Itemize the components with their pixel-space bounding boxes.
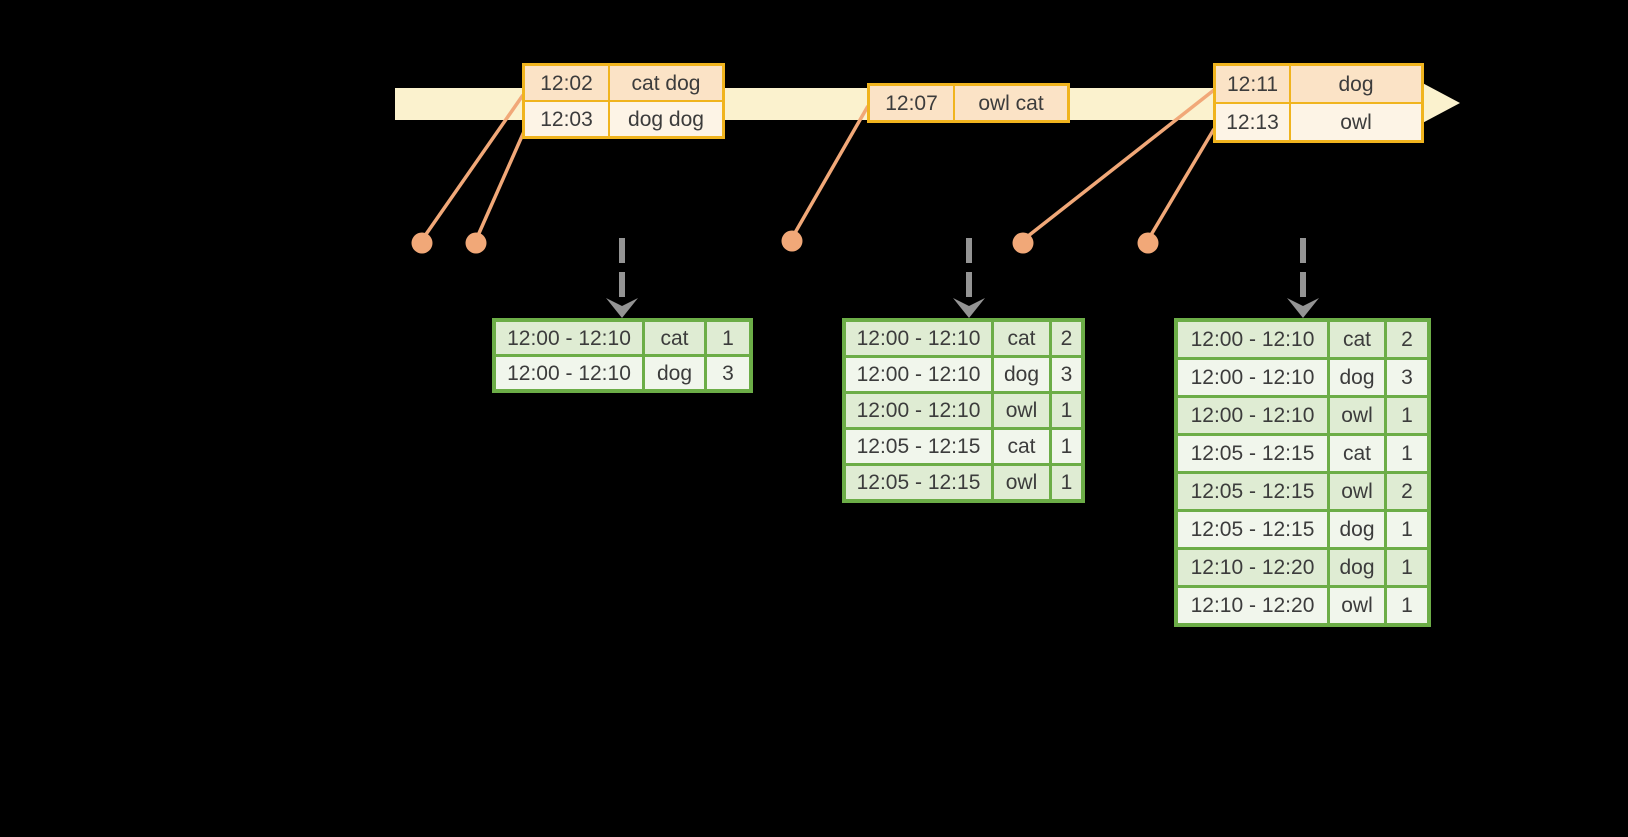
cell-word: dog: [1327, 550, 1384, 585]
event-dot-1211: [1012, 232, 1034, 254]
cell-word: owl: [991, 394, 1049, 427]
cell-word: owl: [1327, 474, 1384, 509]
cell-window: 12:00 - 12:10: [856, 399, 981, 422]
cell-count: 2: [1049, 322, 1081, 355]
cell-time: 12:13: [1226, 110, 1279, 134]
cell-window: 12:05 - 12:15: [1190, 518, 1315, 541]
connector-line-1202: [420, 93, 525, 242]
cell-word: cat: [642, 322, 704, 354]
cell-words: owl cat: [953, 86, 1067, 120]
cell-words: dog dog: [608, 102, 722, 136]
trigger-arrowhead-icon-1: [606, 298, 638, 318]
cell-count: 1: [1049, 394, 1081, 427]
cell-window: 12:00 - 12:10: [1190, 404, 1315, 427]
cell-word: dog: [991, 358, 1049, 391]
cell-count: 2: [1384, 322, 1427, 357]
cell-window: 12:05 - 12:15: [1190, 480, 1315, 503]
cell-word: cat: [991, 322, 1049, 355]
event-table-1207: 12:07 owl cat: [867, 83, 1070, 123]
event-table-1211-1213: 12:11 dog 12:13 owl: [1213, 63, 1424, 143]
cell-count: 1: [1384, 512, 1427, 547]
event-dot-1202: [411, 232, 433, 254]
cell-word: owl: [1327, 398, 1384, 433]
cell-word: dog: [642, 357, 704, 389]
event-dot-1213: [1137, 232, 1159, 254]
cell-window: 12:00 - 12:10: [507, 326, 631, 350]
table-row: 12:11 dog: [1216, 66, 1421, 102]
cell-window: 12:05 - 12:15: [1190, 442, 1315, 465]
trigger-arrowhead-icon-3: [1287, 298, 1319, 318]
cell-word: cat: [1327, 322, 1384, 357]
cell-word: cat: [1327, 436, 1384, 471]
cell-count: 1: [1049, 430, 1081, 463]
cell-words: owl: [1289, 104, 1421, 140]
cell-window: 12:00 - 12:10: [856, 363, 981, 386]
cell-time: 12:03: [540, 107, 593, 131]
connector-line-1203: [474, 126, 528, 241]
cell-window: 12:10 - 12:20: [1190, 556, 1315, 579]
cell-window: 12:10 - 12:20: [1190, 594, 1315, 617]
cell-count: 2: [1384, 474, 1427, 509]
cell-window: 12:05 - 12:15: [856, 435, 981, 458]
cell-count: 1: [1384, 436, 1427, 471]
cell-count: 3: [704, 357, 749, 389]
event-dot-1207: [781, 230, 803, 252]
connector-line-1207: [790, 105, 870, 239]
connector-line-1213: [1146, 128, 1216, 241]
cell-count: 1: [1049, 466, 1081, 499]
trigger-arrowhead-icon-2: [953, 298, 985, 318]
cell-word: owl: [991, 466, 1049, 499]
connector-line-1211: [1021, 88, 1216, 242]
cell-time: 12:02: [540, 71, 593, 95]
cell-window: 12:00 - 12:10: [1190, 328, 1315, 351]
cell-window: 12:00 - 12:10: [1190, 366, 1315, 389]
event-table-1202-1203: 12:02 cat dog 12:03 dog dog: [522, 63, 725, 139]
cell-count: 1: [1384, 588, 1427, 623]
cell-count: 3: [1384, 360, 1427, 395]
cell-count: 1: [1384, 398, 1427, 433]
cell-words: dog: [1289, 66, 1421, 102]
cell-time: 12:07: [885, 91, 938, 115]
table-row: 12:02 cat dog: [525, 66, 722, 100]
cell-words: cat dog: [608, 66, 722, 100]
event-dot-1203: [465, 232, 487, 254]
cell-word: dog: [1327, 512, 1384, 547]
table-row: 12:07 owl cat: [870, 86, 1067, 120]
cell-window: 12:00 - 12:10: [856, 327, 981, 350]
cell-count: 1: [1384, 550, 1427, 585]
table-row: 12:03 dog dog: [525, 100, 722, 136]
cell-time: 12:11: [1227, 72, 1278, 96]
cell-word: owl: [1327, 588, 1384, 623]
table-row: 12:13 owl: [1216, 102, 1421, 140]
cell-count: 3: [1049, 358, 1081, 391]
cell-window: 12:00 - 12:10: [507, 361, 631, 385]
cell-window: 12:05 - 12:15: [856, 471, 981, 494]
cell-word: cat: [991, 430, 1049, 463]
cell-word: dog: [1327, 360, 1384, 395]
cell-count: 1: [704, 322, 749, 354]
